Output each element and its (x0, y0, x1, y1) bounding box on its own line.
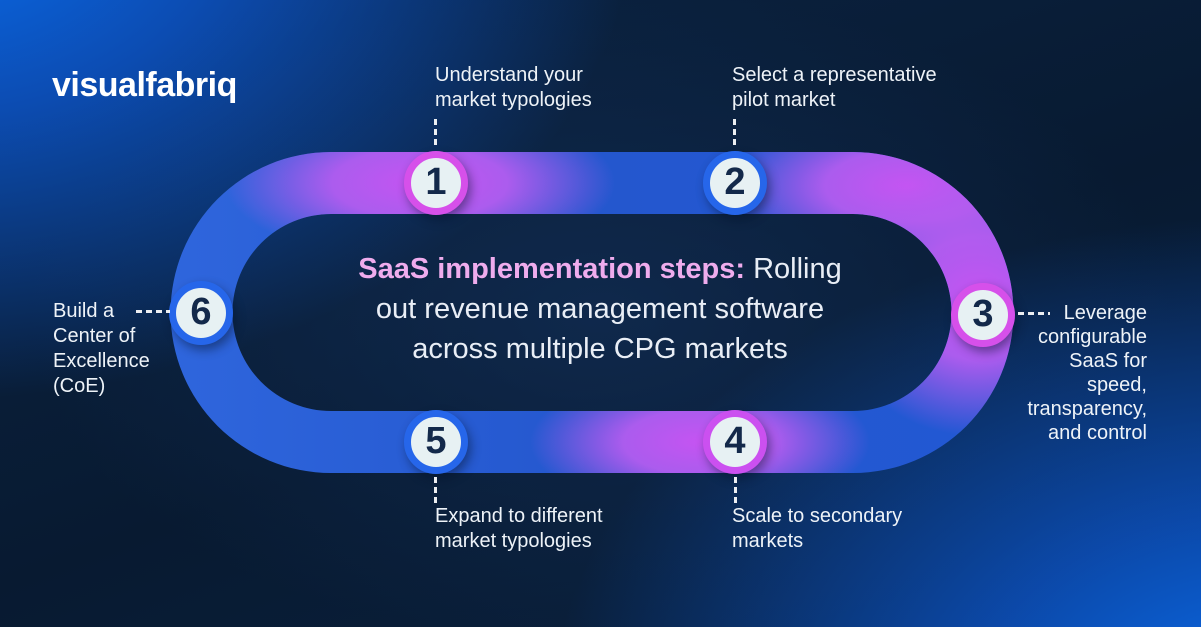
headline-line-1-rest: Rolling (745, 253, 842, 285)
step-circle-2: 2 (703, 151, 767, 215)
step-connector-1 (434, 119, 437, 148)
step-circle-5: 5 (404, 410, 468, 474)
headline-line-3: across multiple CPG markets (412, 333, 788, 365)
headline-line-2: out revenue management software (375, 293, 825, 325)
step-connector-5 (434, 477, 437, 504)
step-label-2: Select a representative pilot market (732, 64, 937, 111)
step-circle-3: 3 (951, 283, 1015, 347)
step-number-5: 5 (425, 420, 447, 462)
step-circle-1: 1 (404, 151, 468, 215)
headline-highlight: SaaS implementation steps: (358, 253, 746, 285)
step-label-6: Build a Center of Excellence (CoE) (53, 300, 150, 397)
track-gradient-highlight-step4 (530, 370, 870, 473)
step-circle-4: 4 (703, 410, 767, 474)
step-number-3: 3 (972, 293, 994, 335)
step-connector-2 (733, 119, 736, 148)
step-number-1: 1 (425, 161, 447, 203)
step-number-6: 6 (190, 291, 212, 333)
step-number-4: 4 (724, 420, 746, 462)
step-label-5: Expand to different market typologies (435, 505, 603, 552)
step-connector-3 (1018, 312, 1050, 315)
brand-logo: visualfabriq (52, 66, 237, 104)
headline: SaaS implementation steps: Rolling out r… (280, 249, 920, 369)
step-label-4: Scale to secondary markets (732, 505, 903, 552)
step-number-2: 2 (724, 161, 746, 203)
step-connector-6 (136, 310, 170, 313)
headline-line-1: SaaS implementation steps: Rolling (280, 249, 920, 289)
step-label-1: Understand your market typologies (435, 64, 592, 111)
step-connector-4 (734, 477, 737, 504)
step-label-3: Leverage configurable SaaS for speed, tr… (1027, 302, 1147, 444)
step-circle-6: 6 (169, 281, 233, 345)
